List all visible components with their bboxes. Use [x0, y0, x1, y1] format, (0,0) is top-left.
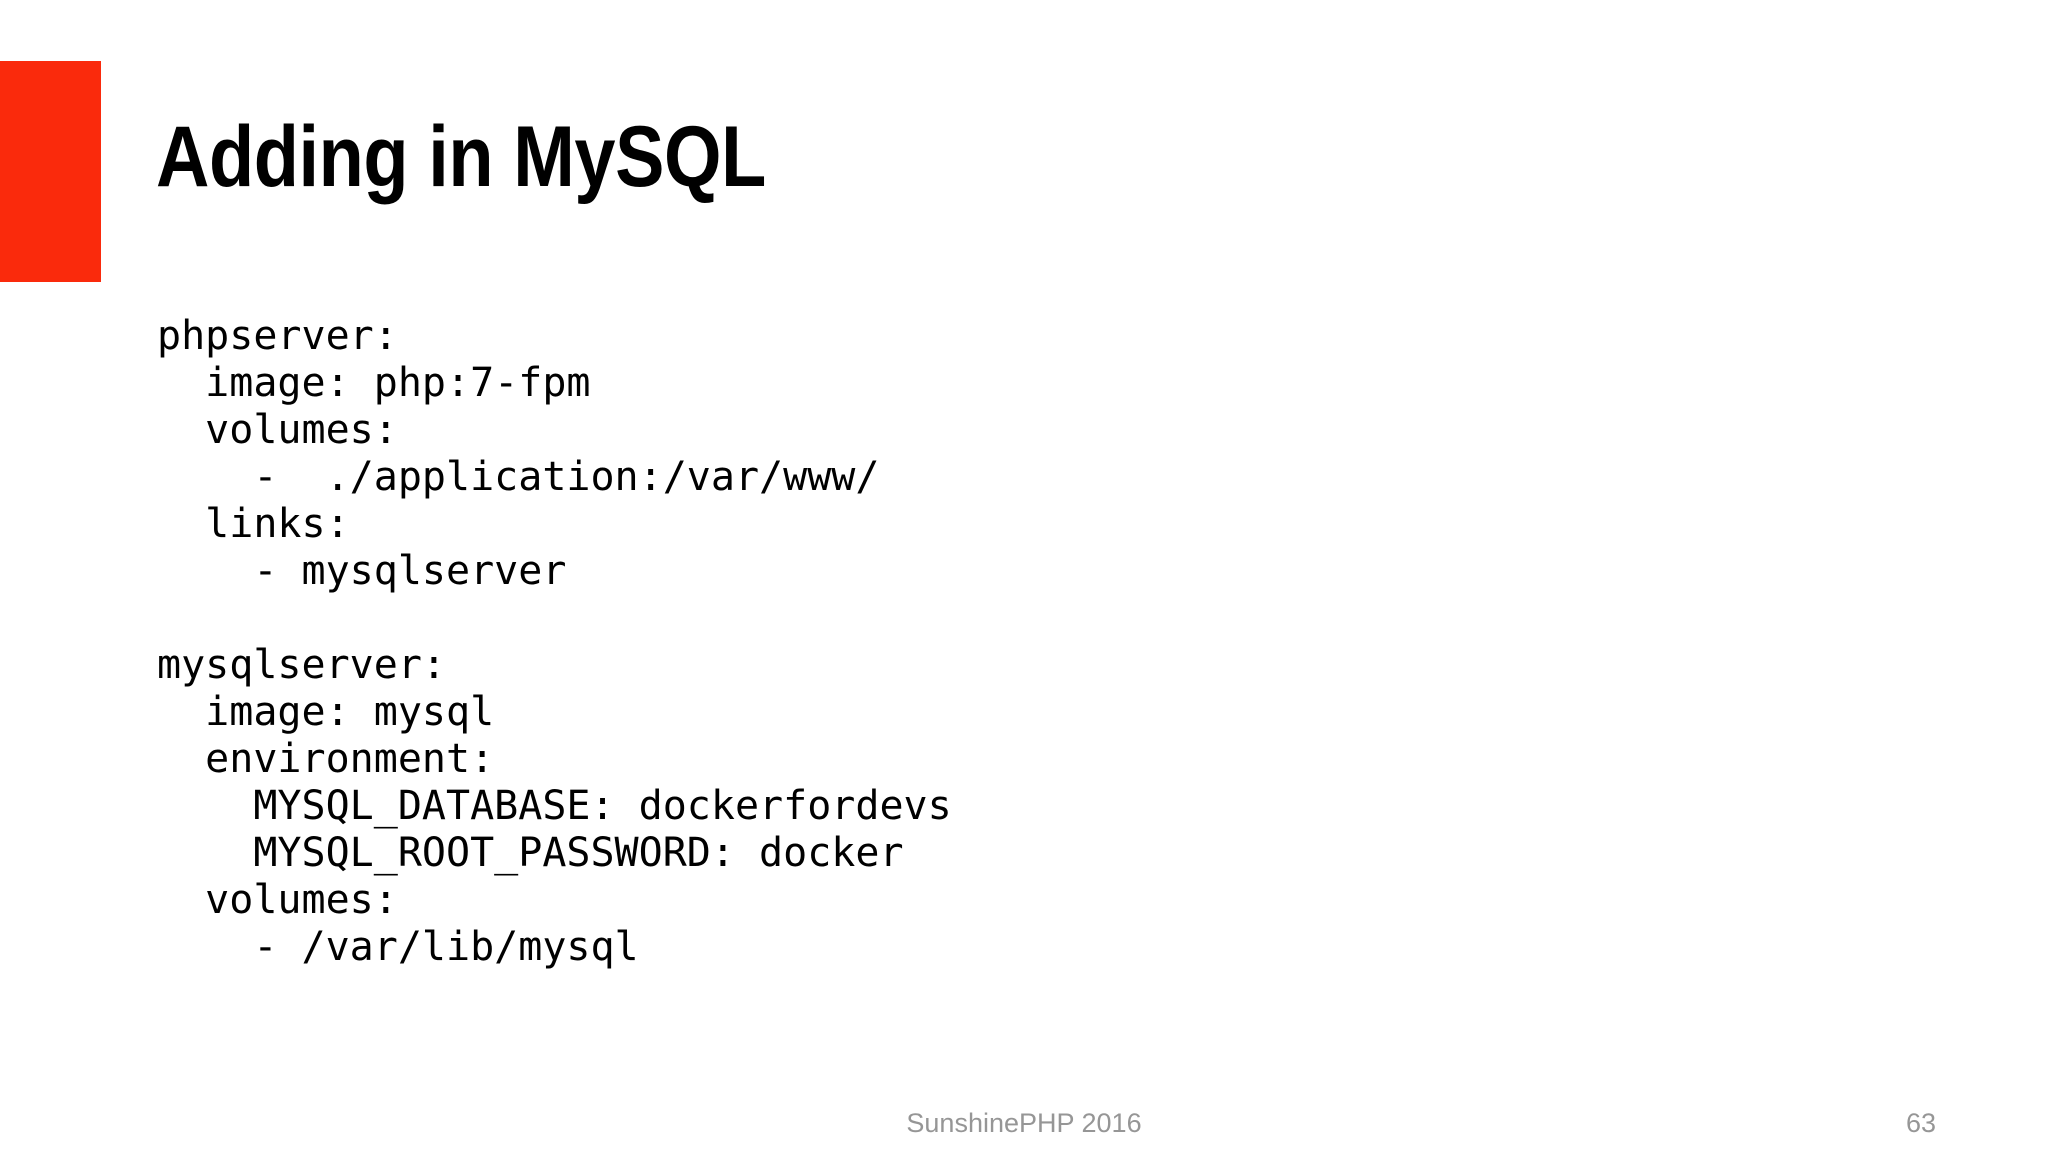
- code-line: volumes:: [157, 407, 398, 453]
- code-line: image: php:7-fpm: [157, 360, 591, 406]
- code-line: - ./application:/var/www/: [157, 454, 880, 500]
- page-title: Adding in MySQL: [156, 109, 766, 205]
- code-line: volumes:: [157, 877, 398, 923]
- code-line-blank: [157, 595, 952, 642]
- code-line: links:: [157, 501, 350, 547]
- code-line: MYSQL_ROOT_PASSWORD: docker: [157, 830, 904, 876]
- code-line: - /var/lib/mysql: [157, 924, 639, 970]
- footer-page-number: 63: [1905, 1108, 1936, 1138]
- code-line: image: mysql: [157, 689, 495, 735]
- footer-conference-label: SunshinePHP 2016: [906, 1108, 1142, 1138]
- code-line: phpserver:: [157, 313, 398, 359]
- code-line: mysqlserver:: [157, 642, 446, 688]
- code-line: - mysqlserver: [157, 548, 567, 594]
- code-line: MYSQL_DATABASE: dockerfordevs: [157, 783, 952, 829]
- red-accent-block: [0, 61, 101, 282]
- code-line: environment:: [157, 736, 495, 782]
- yaml-code-block: phpserver: image: php:7-fpm volumes: - .…: [157, 313, 952, 971]
